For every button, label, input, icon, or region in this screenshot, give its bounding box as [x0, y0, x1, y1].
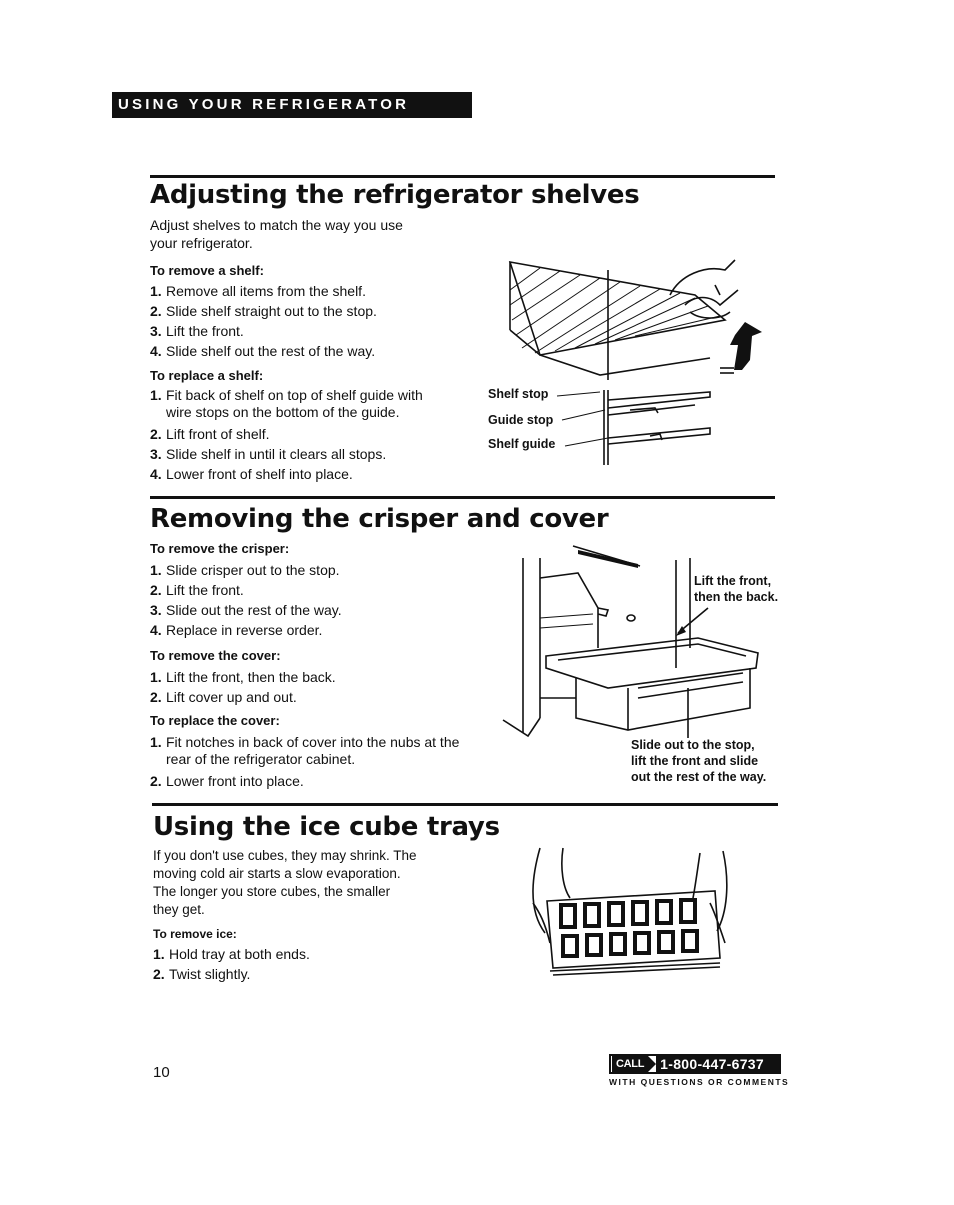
- section-divider: [150, 496, 775, 499]
- label-shelf-guide: Shelf guide: [488, 437, 556, 451]
- replace-shelf-steps: 1.Fit back of shelf on top of shelf guid…: [150, 387, 450, 484]
- replace-cover-heading: To replace the cover:: [150, 713, 280, 728]
- remove-crisper-steps: 1.Slide crisper out to the stop. 2.Lift …: [150, 560, 480, 640]
- section-header-banner: USING YOUR REFRIGERATOR: [112, 92, 472, 118]
- remove-crisper-heading: To remove the crisper:: [150, 541, 290, 556]
- arrow-right-icon: [648, 1056, 657, 1072]
- list-item: 1.Fit notches in back of cover into the …: [150, 734, 460, 767]
- call-subtext: WITH QUESTIONS OR COMMENTS: [609, 1077, 790, 1087]
- list-item: 4.Slide shelf out the rest of the way.: [150, 343, 376, 359]
- shelf-illustration: [508, 259, 762, 465]
- list-item: 3.Lift the front.: [150, 323, 244, 339]
- list-item: 2.Lift cover up and out.: [150, 689, 297, 705]
- ice-trays-intro: If you don't use cubes, they may shrink.…: [153, 848, 417, 917]
- list-item: 1.Hold tray at both ends.: [153, 946, 310, 962]
- phone-number: 1-800-447-6737: [656, 1056, 779, 1072]
- section-divider: [152, 803, 778, 806]
- replace-shelf-heading: To replace a shelf:: [150, 368, 264, 383]
- list-item: 1.Fit back of shelf on top of shelf guid…: [150, 387, 423, 420]
- page-number: 10: [153, 1064, 170, 1081]
- remove-ice-steps: 1.Hold tray at both ends. 2.Twist slight…: [153, 944, 453, 984]
- call-phone-badge: CALL 1-800-447-6737: [609, 1054, 781, 1074]
- call-label: CALL: [612, 1056, 649, 1072]
- label-shelf-stop: Shelf stop: [488, 387, 549, 401]
- list-item: 2.Twist slightly.: [153, 966, 251, 982]
- ice-tray-illustration: [532, 847, 728, 976]
- list-item: 1.Remove all items from the shelf.: [150, 283, 366, 299]
- list-item: 4.Replace in reverse order.: [150, 622, 323, 638]
- caption-slide-out: Slide out to the stop, lift the front an…: [631, 738, 767, 784]
- list-item: 2.Lower front into place.: [150, 773, 304, 789]
- section-title-crisper: Removing the crisper and cover: [150, 504, 609, 534]
- list-item: 3.Slide out the rest of the way.: [150, 602, 342, 618]
- list-item: 3.Slide shelf in until it clears all sto…: [150, 446, 387, 462]
- section-divider: [150, 175, 775, 178]
- list-item: 1.Slide crisper out to the stop.: [150, 562, 340, 578]
- replace-cover-steps: 1.Fit notches in back of cover into the …: [150, 734, 460, 791]
- label-guide-stop: Guide stop: [488, 413, 554, 427]
- caption-lift-front: Lift the front, then the back.: [694, 574, 779, 604]
- remove-ice-heading: To remove ice:: [153, 927, 237, 941]
- remove-shelf-steps: 1.Remove all items from the shelf. 2.Sli…: [150, 281, 470, 361]
- remove-cover-steps: 1.Lift the front, then the back. 2.Lift …: [150, 667, 480, 707]
- remove-shelf-heading: To remove a shelf:: [150, 263, 264, 278]
- list-item: 2.Lift the front.: [150, 582, 244, 598]
- section-title-shelves: Adjusting the refrigerator shelves: [150, 180, 640, 210]
- crisper-illustration: [502, 545, 759, 738]
- list-item: 4.Lower front of shelf into place.: [150, 466, 353, 482]
- shelves-intro: Adjust shelves to match the way you use …: [150, 217, 403, 251]
- remove-cover-heading: To remove the cover:: [150, 648, 281, 663]
- list-item: 1.Lift the front, then the back.: [150, 669, 336, 685]
- section-title-ice-trays: Using the ice cube trays: [153, 812, 500, 842]
- list-item: 2.Slide shelf straight out to the stop.: [150, 303, 377, 319]
- list-item: 2.Lift front of shelf.: [150, 426, 270, 442]
